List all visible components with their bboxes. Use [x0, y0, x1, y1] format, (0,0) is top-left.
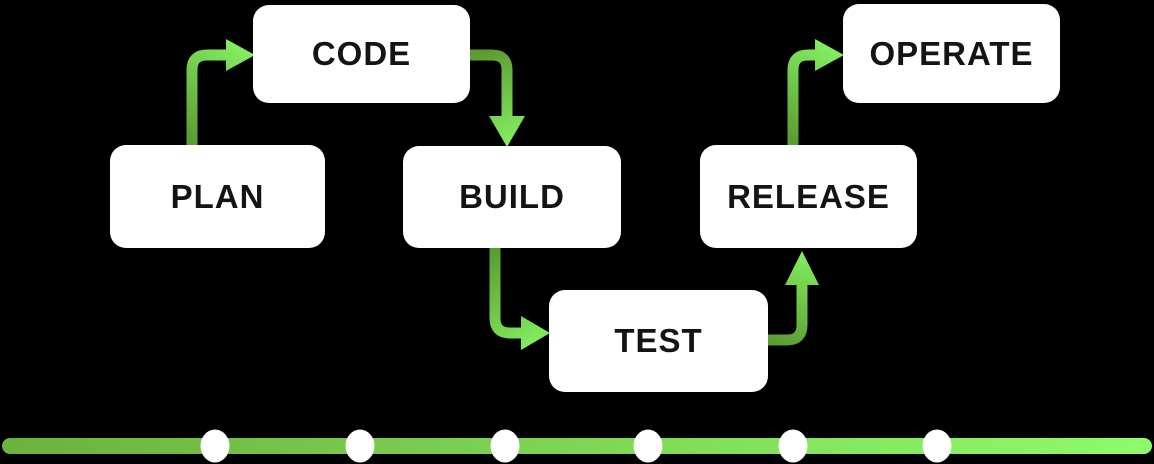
- arrow-test-to-release-line: [768, 283, 808, 346]
- timeline: [2, 429, 1152, 463]
- node-release-label: RELEASE: [727, 177, 890, 215]
- node-operate-label: OPERATE: [869, 34, 1034, 72]
- arrow-build-to-test: [489, 248, 550, 350]
- arrow-release-to-operate-line: [787, 49, 815, 145]
- arrow-code-to-build-line: [470, 49, 513, 118]
- timeline-dot: [490, 429, 520, 463]
- node-plan: PLAN: [110, 145, 325, 248]
- node-release: RELEASE: [700, 145, 917, 248]
- timeline-dot: [778, 429, 808, 463]
- arrow-code-to-build-head: [489, 116, 525, 147]
- node-build-label: BUILD: [459, 178, 565, 215]
- node-build: BUILD: [403, 146, 621, 248]
- arrow-test-to-release: [768, 251, 819, 346]
- timeline-dot: [922, 429, 952, 463]
- arrow-test-to-release-head: [785, 251, 819, 285]
- arrow-code-to-build: [470, 49, 525, 147]
- timeline-dot: [633, 429, 663, 463]
- arrow-plan-to-code: [186, 39, 255, 146]
- arrow-build-to-test-line: [489, 248, 521, 339]
- node-test: TEST: [549, 290, 768, 392]
- timeline-dot: [345, 429, 375, 463]
- timeline-dot: [200, 429, 230, 463]
- arrow-plan-to-code-head: [226, 39, 255, 71]
- node-operate: OPERATE: [843, 4, 1060, 103]
- node-plan-label: PLAN: [170, 177, 265, 215]
- arrow-release-to-operate: [787, 39, 844, 145]
- node-test-label: TEST: [614, 322, 703, 359]
- arrow-plan-to-code-line: [186, 49, 226, 146]
- arrow-build-to-test-head: [521, 316, 550, 350]
- node-code: CODE: [253, 5, 470, 103]
- arrow-release-to-operate-head: [815, 39, 844, 71]
- node-code-label: CODE: [311, 35, 412, 72]
